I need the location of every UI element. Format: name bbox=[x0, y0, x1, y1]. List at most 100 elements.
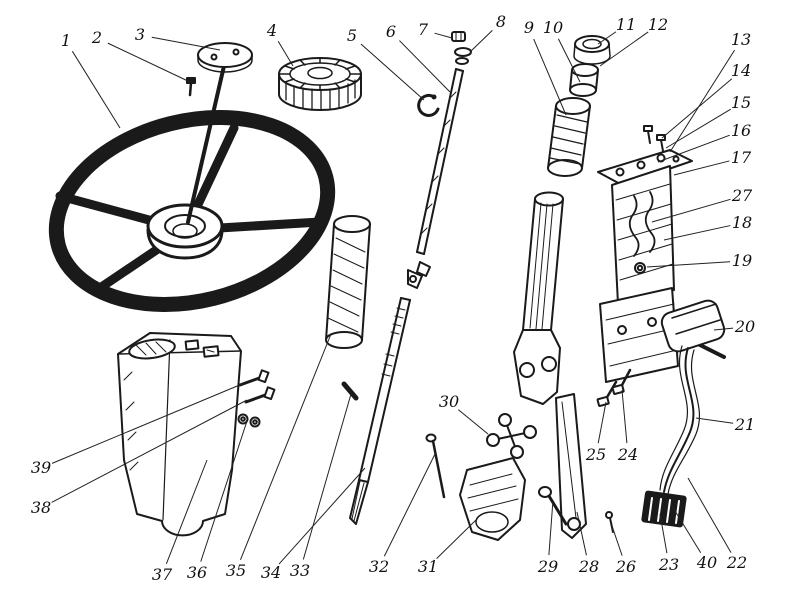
leader-line-37 bbox=[165, 459, 208, 565]
steering-column-assembly bbox=[459, 191, 564, 541]
callout-38: 38 bbox=[31, 498, 51, 517]
callout-40: 40 bbox=[696, 553, 717, 572]
callout-24: 24 bbox=[617, 445, 638, 464]
callout-25: 25 bbox=[585, 445, 606, 464]
leader-line-22 bbox=[687, 477, 732, 553]
callout-32: 32 bbox=[369, 557, 389, 576]
circlip bbox=[417, 93, 440, 117]
leader-line-5 bbox=[360, 43, 425, 101]
arm-bolt bbox=[538, 486, 568, 526]
callout-35: 35 bbox=[226, 561, 246, 580]
leader-line-4 bbox=[277, 41, 294, 67]
leader-line-7 bbox=[434, 32, 453, 39]
callout-1: 1 bbox=[61, 31, 71, 50]
leader-line-40 bbox=[671, 505, 702, 554]
steering-wheel-cap bbox=[278, 57, 362, 111]
leader-line-36 bbox=[200, 420, 248, 562]
callout-21: 21 bbox=[734, 415, 755, 434]
callout-2: 2 bbox=[91, 28, 102, 47]
callout-33: 33 bbox=[290, 561, 310, 580]
horn-plate bbox=[186, 42, 253, 224]
shaft-nut-washers bbox=[451, 31, 472, 65]
callout-8: 8 bbox=[496, 12, 506, 31]
callout-20: 20 bbox=[734, 317, 755, 336]
leader-line-21 bbox=[695, 417, 734, 424]
leader-line-2 bbox=[107, 42, 191, 83]
small-screw bbox=[605, 511, 614, 533]
leader-line-34 bbox=[278, 467, 366, 565]
callout-10: 10 bbox=[543, 18, 563, 37]
leader-line-18 bbox=[663, 225, 731, 241]
leader-line-17 bbox=[673, 160, 730, 176]
callout-17: 17 bbox=[731, 148, 752, 167]
wire-connector bbox=[641, 490, 687, 528]
leader-line-24 bbox=[621, 389, 628, 444]
callout-9: 9 bbox=[524, 18, 534, 37]
leader-line-32 bbox=[383, 451, 437, 557]
leader-line-12 bbox=[599, 31, 649, 67]
callout-6: 6 bbox=[386, 22, 396, 41]
leader-line-19 bbox=[646, 261, 731, 268]
callout-7: 7 bbox=[418, 20, 429, 39]
leader-line-29 bbox=[548, 499, 554, 556]
leader-line-9 bbox=[533, 38, 567, 116]
callout-4: 4 bbox=[266, 21, 277, 40]
switch-wires bbox=[659, 345, 701, 495]
leader-line-6 bbox=[399, 40, 451, 93]
cowl-screws bbox=[237, 369, 276, 428]
leader-line-11 bbox=[597, 31, 617, 45]
callout-26: 26 bbox=[615, 557, 636, 576]
callout-15: 15 bbox=[731, 93, 751, 112]
callout-28: 28 bbox=[578, 557, 599, 576]
leader-line-39 bbox=[51, 383, 243, 464]
leader-line-16 bbox=[657, 134, 730, 163]
callout-36: 36 bbox=[187, 563, 207, 582]
callout-29: 29 bbox=[537, 557, 558, 576]
callout-5: 5 bbox=[347, 26, 357, 45]
leader-line-25 bbox=[597, 401, 607, 444]
leader-line-33 bbox=[302, 393, 352, 560]
callout-11: 11 bbox=[616, 15, 636, 34]
callout-34: 34 bbox=[261, 563, 281, 582]
callout-39: 39 bbox=[31, 458, 51, 477]
mounting-bracket bbox=[597, 125, 693, 383]
leader-line-38 bbox=[51, 399, 248, 503]
column-cowl bbox=[117, 332, 242, 537]
callout-27: 27 bbox=[731, 186, 753, 205]
steering-arm bbox=[555, 393, 587, 539]
horn-plate-screw bbox=[186, 77, 196, 97]
callout-19: 19 bbox=[732, 251, 752, 270]
leader-line-23 bbox=[659, 513, 668, 554]
turn-signal-switch bbox=[641, 299, 726, 528]
leader-line-35 bbox=[240, 333, 332, 561]
leader-line-28 bbox=[576, 511, 587, 556]
callout-3: 3 bbox=[135, 25, 145, 44]
leader-line-13 bbox=[669, 49, 735, 153]
leader-line-31 bbox=[436, 519, 477, 559]
callout-22: 22 bbox=[726, 553, 747, 572]
lower-steering-shaft bbox=[341, 297, 411, 525]
leader-line-27 bbox=[651, 198, 731, 223]
upper-column-parts bbox=[547, 35, 611, 177]
callout-12: 12 bbox=[648, 15, 668, 34]
column-tube bbox=[325, 215, 371, 349]
leader-line-3 bbox=[151, 36, 221, 51]
callout-23: 23 bbox=[658, 555, 679, 574]
steering-wheel bbox=[48, 110, 336, 312]
leader-line-26 bbox=[611, 525, 623, 556]
callout-31: 31 bbox=[418, 557, 438, 576]
leader-line-10 bbox=[557, 38, 581, 83]
callout-37: 37 bbox=[152, 565, 173, 584]
leader-line-20 bbox=[713, 327, 734, 331]
long-bolt bbox=[425, 433, 446, 499]
callout-13: 13 bbox=[731, 30, 751, 49]
leader-line-15 bbox=[665, 108, 731, 149]
leader-line-1 bbox=[71, 50, 121, 129]
callout-30: 30 bbox=[439, 392, 459, 411]
upper-spider-cross bbox=[486, 413, 537, 459]
shaft-yoke-small bbox=[407, 261, 431, 289]
leader-line-8 bbox=[469, 29, 493, 53]
